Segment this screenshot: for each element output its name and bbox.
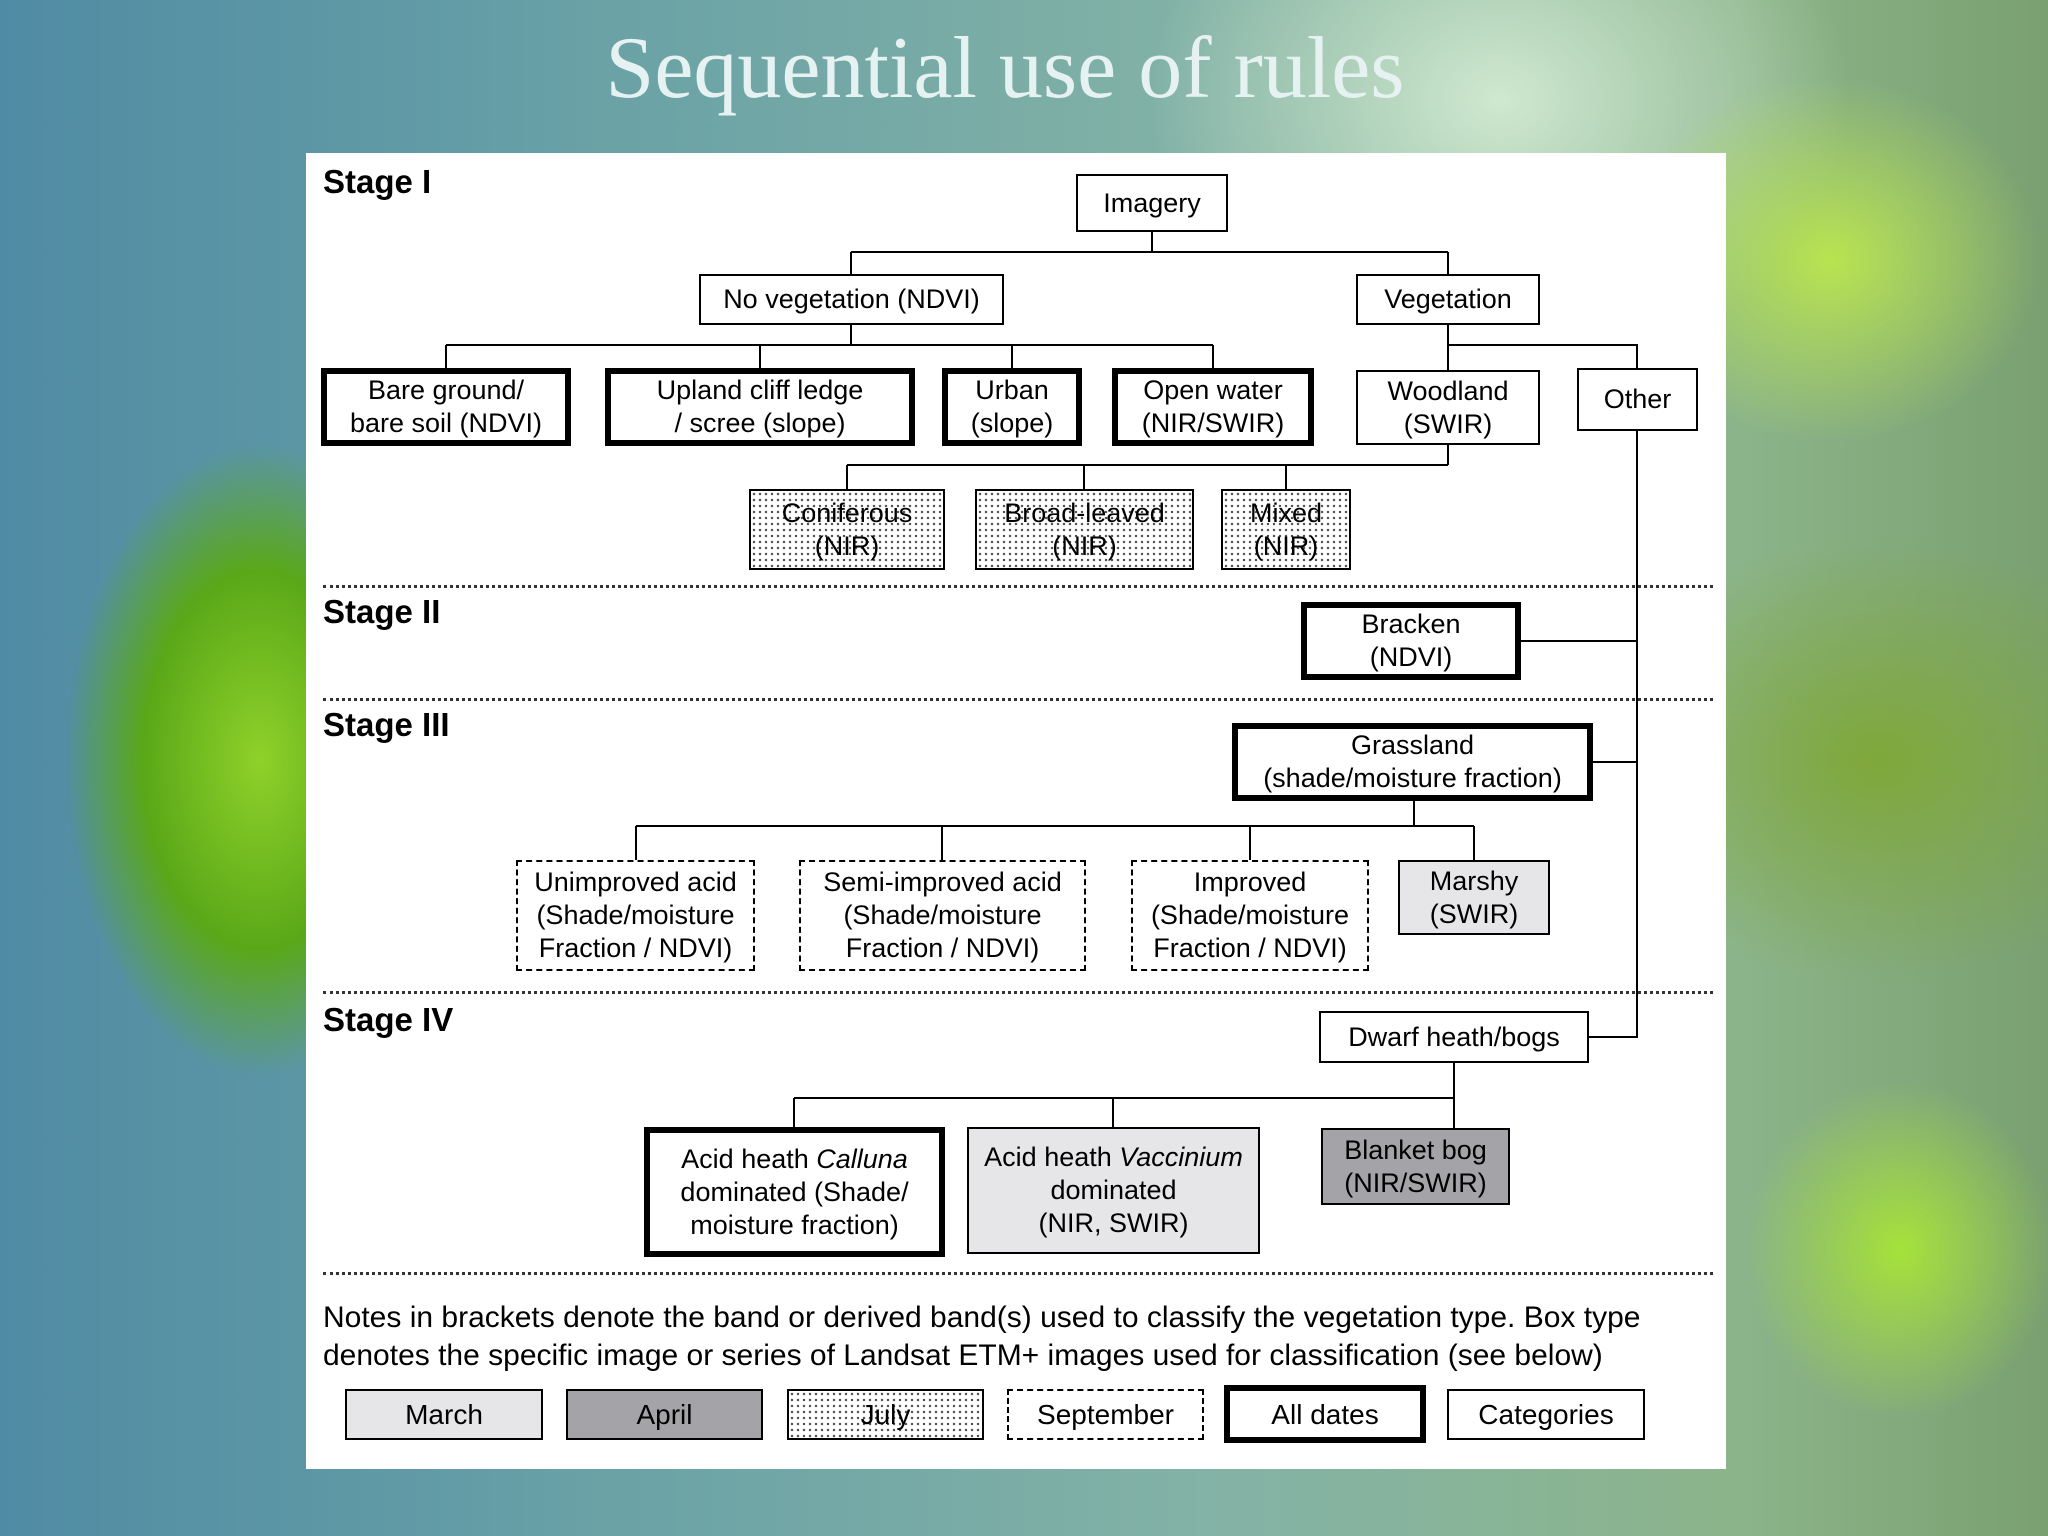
notes-text: Notes in brackets denote the band or der…: [323, 1301, 1641, 1372]
stage-separator: [323, 698, 1713, 701]
node-other: Other: [1577, 368, 1698, 431]
node-acid-heath-calluna: Acid heath Calluna dominated (Shade/ moi…: [644, 1127, 945, 1257]
node-bare-ground: Bare ground/bare soil (NDVI): [321, 368, 571, 446]
node-imagery: Imagery: [1076, 174, 1228, 232]
stage-3-label: Stage III: [323, 706, 450, 743]
node-open-water: Open water(NIR/SWIR): [1112, 368, 1314, 446]
legend-categories: Categories: [1447, 1389, 1645, 1440]
node-broad-leaved: Broad-leaved(NIR): [975, 489, 1194, 570]
legend-september: September: [1007, 1389, 1204, 1440]
stage-1-label: Stage I: [323, 163, 432, 200]
node-mixed: Mixed(NIR): [1221, 489, 1351, 570]
legend-all-dates: All dates: [1224, 1385, 1426, 1443]
node-upland-cliff-ledge: Upland cliff ledge/ scree (slope): [605, 368, 915, 446]
legend-march: March: [345, 1389, 543, 1440]
node-marshy: Marshy(SWIR): [1398, 860, 1550, 935]
legend-april: April: [566, 1389, 763, 1440]
stage-4-label: Stage IV: [323, 1001, 454, 1038]
stage-2-label: Stage II: [323, 593, 441, 630]
flowchart-panel: Stage I Stage II Stage III Stage IV Imag…: [306, 153, 1726, 1469]
node-dwarf-heath-bogs: Dwarf heath/bogs: [1319, 1011, 1589, 1063]
node-bracken: Bracken(NDVI): [1301, 602, 1521, 680]
node-coniferous: Coniferous(NIR): [749, 489, 945, 570]
stage-separator: [323, 1272, 1713, 1275]
node-acid-heath-vaccinium: Acid heath Vaccinium dominated (NIR, SWI…: [967, 1127, 1260, 1254]
stage-separator: [323, 585, 1713, 588]
legend-july: July: [787, 1389, 984, 1440]
node-vegetation: Vegetation: [1356, 274, 1540, 325]
node-no-vegetation: No vegetation (NDVI): [699, 274, 1004, 325]
connector-lines: [445, 232, 1638, 1128]
node-urban: Urban(slope): [942, 368, 1082, 446]
node-blanket-bog: Blanket bog(NIR/SWIR): [1321, 1128, 1510, 1205]
node-woodland: Woodland(SWIR): [1356, 370, 1540, 445]
slide-title: Sequential use of rules: [605, 20, 1405, 117]
stage-separator: [323, 991, 1713, 994]
node-grassland: Grassland(shade/moisture fraction): [1232, 723, 1593, 801]
